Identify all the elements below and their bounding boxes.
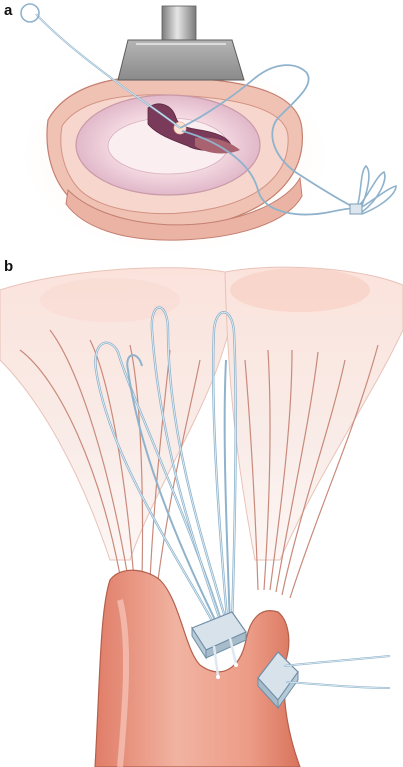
panel-label-a: a <box>4 2 13 19</box>
chordae-tendineae-right <box>244 344 379 599</box>
neochordae-sutures <box>94 306 237 636</box>
papillary-muscle <box>94 569 301 767</box>
valve-leaflet-left <box>0 267 234 561</box>
leaflet-shading <box>40 278 180 322</box>
panel-label-b: b <box>4 258 14 275</box>
suture-lines-exit <box>283 655 391 689</box>
retractor-blade <box>117 39 245 81</box>
chordae-tendineae-left <box>19 329 201 581</box>
pledget-lower <box>257 651 299 710</box>
panel-b-illustration <box>0 266 403 767</box>
tissue-fold <box>65 176 303 241</box>
muscle-highlight <box>117 599 130 767</box>
suture-lines-a <box>20 3 397 216</box>
retractor-handle <box>161 5 197 47</box>
pledget-upper <box>191 611 247 679</box>
leaflet-shading <box>230 268 370 312</box>
panel-a-illustration <box>20 3 397 250</box>
